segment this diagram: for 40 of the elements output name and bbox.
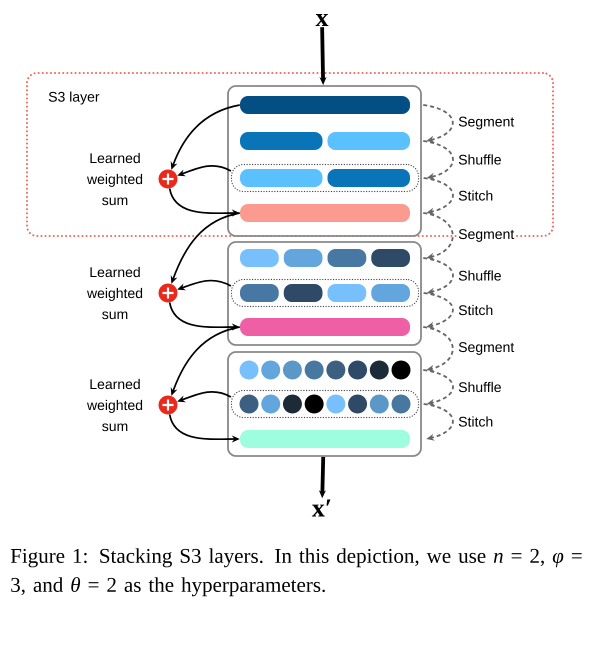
- layer-box: [227, 241, 422, 346]
- edge-label: Stitch: [457, 415, 494, 428]
- sum-label: Learned weighted sum: [86, 378, 142, 432]
- edge-label: Shuffle: [457, 269, 503, 282]
- arrow: [423, 292, 454, 329]
- edge-label: Segment: [457, 341, 516, 356]
- edge-label: Segment: [457, 228, 516, 243]
- arrow: [423, 177, 454, 215]
- plus-circle: [158, 284, 178, 302]
- layer-box: [227, 351, 422, 457]
- sum-label: Learned weighted sum: [86, 152, 142, 206]
- segment-row: [240, 249, 410, 267]
- arrow: [423, 257, 454, 295]
- edge-label: Shuffle: [457, 380, 503, 394]
- vector-bar: [240, 430, 410, 448]
- caption: Figure 1: Stacking S3 layers. In this depiction, we use n = 2, φ = 3, and θ = 2 as the hyperparameters.: [10, 548, 582, 596]
- sum-label: Learned weighted sum: [86, 266, 142, 320]
- segment-row: [240, 132, 410, 150]
- plus-circle: [158, 396, 178, 414]
- edge-label: Stitch: [457, 304, 494, 316]
- shuffled-row: [230, 278, 420, 308]
- vector-bar: [240, 96, 410, 114]
- plus-circle: [158, 170, 178, 188]
- input-symbol: x: [316, 14, 328, 26]
- edge-label: Stitch: [457, 189, 494, 202]
- arrow: [423, 369, 454, 406]
- vector-bar: [240, 204, 410, 222]
- arrow: [423, 403, 454, 441]
- segment-row: [240, 360, 410, 380]
- arrow: [423, 140, 454, 180]
- edge-label: Segment: [457, 116, 516, 130]
- arrow: [423, 212, 454, 260]
- shuffled-row: [230, 164, 420, 192]
- arrow: [423, 104, 454, 143]
- arrow: [423, 326, 454, 372]
- output-symbol: x′: [312, 499, 330, 517]
- layer-box: [227, 85, 422, 237]
- edge-label: Shuffle: [457, 153, 503, 166]
- shuffled-row: [230, 390, 420, 418]
- vector-bar: [240, 318, 410, 336]
